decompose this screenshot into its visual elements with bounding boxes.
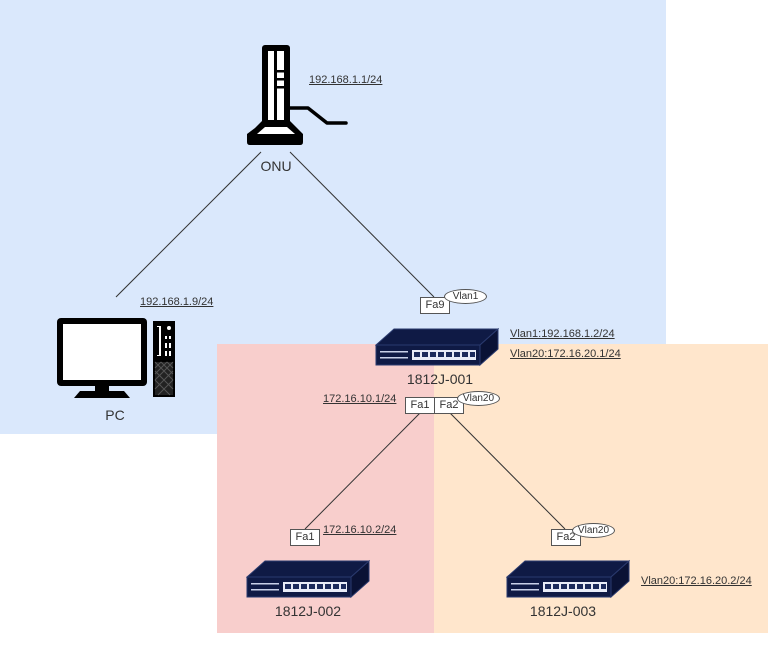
sw1-name-label: 1812J-001 (406, 371, 474, 387)
network-switch-icon[interactable] (375, 325, 499, 367)
sw3-vlan20-badge: Vlan20 (572, 523, 615, 538)
sw1-port-fa1[interactable]: Fa1 (405, 397, 435, 414)
sw1-fa1-ip-label: 172.16.10.1/24 (323, 393, 397, 405)
pc-ip-label: 192.168.1.9/24 (140, 296, 214, 308)
pc-name-label: PC (105, 407, 125, 423)
sw1-vlan1-badge: Vlan1 (444, 289, 487, 304)
network-switch-icon[interactable] (246, 557, 370, 599)
sw1-vlan20-ip-label: Vlan20:172.16.20.1/24 (510, 348, 621, 360)
desktop-computer-icon[interactable] (56, 316, 178, 400)
sw2-name-label: 1812J-002 (274, 603, 342, 619)
sw1-vlan1-ip-label: Vlan1:192.168.1.2/24 (510, 328, 615, 340)
sw1-port-fa2[interactable]: Fa2 (434, 397, 464, 414)
sw1-port-fa9[interactable]: Fa9 (420, 297, 450, 314)
onu-name-label: ONU (260, 158, 292, 174)
onu-router-icon[interactable] (245, 42, 349, 148)
sw1-vlan20-badge: Vlan20 (457, 391, 500, 406)
onu-ip-label: 192.168.1.1/24 (309, 74, 383, 86)
network-switch-icon[interactable] (506, 557, 630, 599)
sw3-ip-label: Vlan20:172.16.20.2/24 (641, 575, 752, 587)
sw3-name-label: 1812J-003 (529, 603, 597, 619)
sw2-port-fa1[interactable]: Fa1 (290, 529, 320, 546)
sw2-ip-label: 172.16.10.2/24 (323, 524, 397, 536)
